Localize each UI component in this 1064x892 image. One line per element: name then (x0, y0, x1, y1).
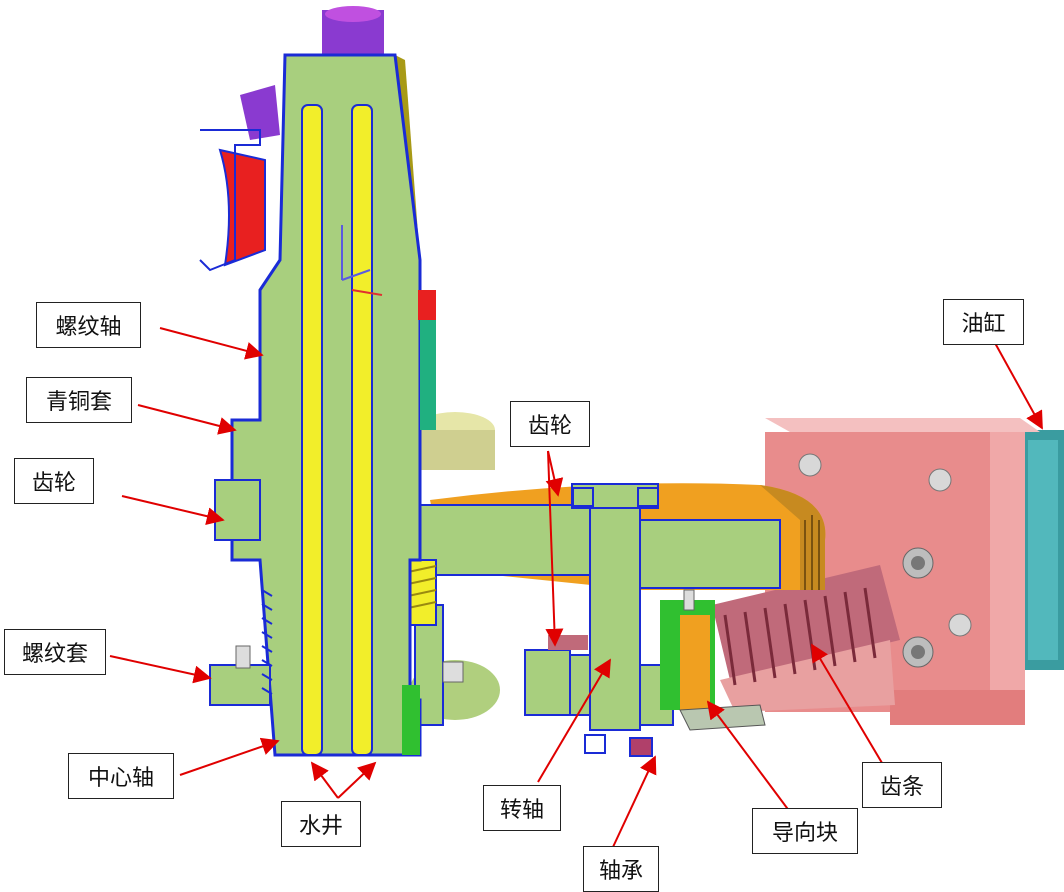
horizontal-arm (417, 504, 781, 589)
label-center-shaft: 中心轴 (68, 753, 174, 799)
label-thread-sleeve: 螺纹套 (4, 629, 106, 675)
label-gear-left: 齿轮 (14, 458, 94, 504)
rotating-shaft-assembly (524, 483, 674, 757)
label-bronze-sleeve: 青铜套 (26, 377, 132, 423)
label-rack: 齿条 (862, 762, 942, 808)
upper-fork (199, 85, 280, 272)
label-thread-shaft: 螺纹轴 (36, 302, 141, 348)
lower-sleeve (407, 412, 500, 726)
central-shaft (209, 6, 436, 757)
label-bearing: 轴承 (583, 846, 659, 892)
label-gear-center: 齿轮 (510, 401, 590, 447)
label-water-well: 水井 (281, 801, 361, 847)
label-guide-block: 导向块 (752, 808, 858, 854)
callout-arrows (109, 327, 1043, 848)
rack (712, 565, 900, 712)
label-rotating-shaft: 转轴 (483, 785, 561, 831)
label-oil-cylinder: 油缸 (943, 299, 1024, 345)
